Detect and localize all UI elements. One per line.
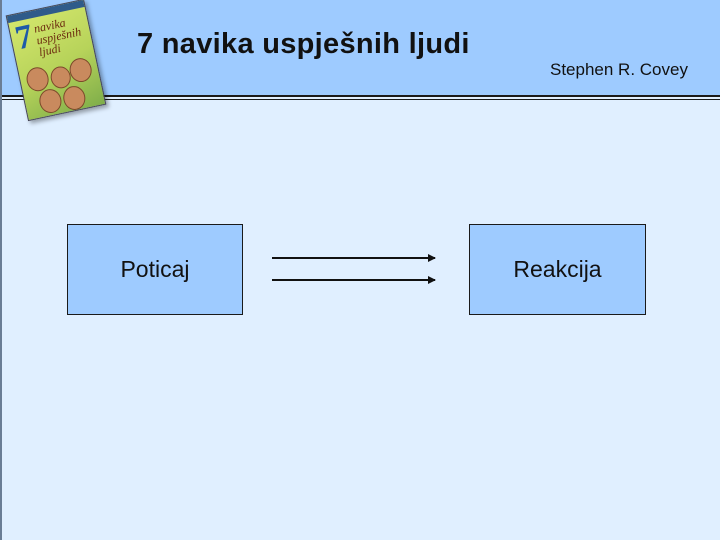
stimulus-label: Poticaj bbox=[120, 256, 190, 282]
stimulus-box: Poticaj bbox=[67, 224, 243, 315]
book-cover-face bbox=[67, 56, 94, 85]
header-divider-thin bbox=[2, 99, 720, 100]
response-label: Reakcija bbox=[513, 256, 602, 282]
response-box: Reakcija bbox=[469, 224, 646, 315]
book-cover-face bbox=[61, 84, 88, 113]
book-cover-face bbox=[37, 87, 64, 116]
book-cover-title: navika uspješnih ljudi bbox=[33, 14, 85, 59]
arrows-diagram bbox=[272, 254, 436, 284]
slide-title: 7 navika uspješnih ljudi bbox=[137, 28, 470, 60]
author-name: Stephen R. Covey bbox=[550, 60, 688, 79]
header-band bbox=[2, 0, 720, 95]
header-divider bbox=[2, 95, 720, 97]
